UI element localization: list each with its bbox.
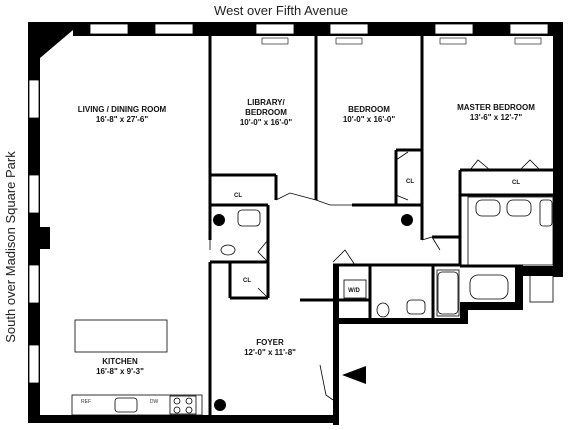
bathroom-fixtures: [220, 199, 553, 318]
left-windows: [28, 79, 40, 384]
orientation-left-label: South over Madison Square Park: [3, 151, 18, 343]
closet-label-library: CL: [234, 193, 242, 199]
top-window-sills: [261, 37, 542, 45]
master-bedroom-name: MASTER BEDROOM: [457, 103, 535, 112]
kitchen-dims: 16'-8" x 9'-3": [96, 367, 144, 376]
washer-dryer-label: W/D: [348, 288, 360, 294]
closet-label-hall: CL: [243, 278, 251, 284]
living-room-name: LIVING / DINING ROOM: [78, 105, 167, 114]
library-dims: 10'-0" x 16'-0": [240, 118, 293, 127]
dishwasher-label: DW: [150, 399, 159, 405]
bedroom-dims: 10'-0" x 16'-0": [343, 115, 396, 124]
entry-arrow: [342, 366, 366, 384]
interior-walls: [208, 36, 553, 415]
door-swings: [209, 140, 541, 401]
kitchen-name: KITCHEN: [102, 357, 138, 366]
foyer-name: FOYER: [256, 338, 284, 347]
closet-label-master: CL: [512, 180, 520, 186]
light-lines: [343, 196, 554, 317]
orientation-top-label: West over Fifth Avenue: [214, 3, 348, 18]
foyer-dims: 12'-0" x 11'-8": [244, 348, 296, 357]
columns: [213, 214, 413, 411]
top-windows: [89, 23, 549, 35]
living-room-dims: 16'-8" x 27'-6": [96, 115, 149, 124]
kitchen-fixtures: [71, 319, 203, 416]
library-name-1: LIBRARY/: [247, 98, 285, 107]
bedroom-name: BEDROOM: [348, 105, 390, 114]
closet-label-bedroom: CL: [406, 179, 414, 185]
library-name-2: BEDROOM: [245, 108, 287, 117]
refrigerator-label: REF: [81, 399, 91, 405]
master-bedroom-dims: 13'-6" x 12'-7": [470, 113, 523, 122]
